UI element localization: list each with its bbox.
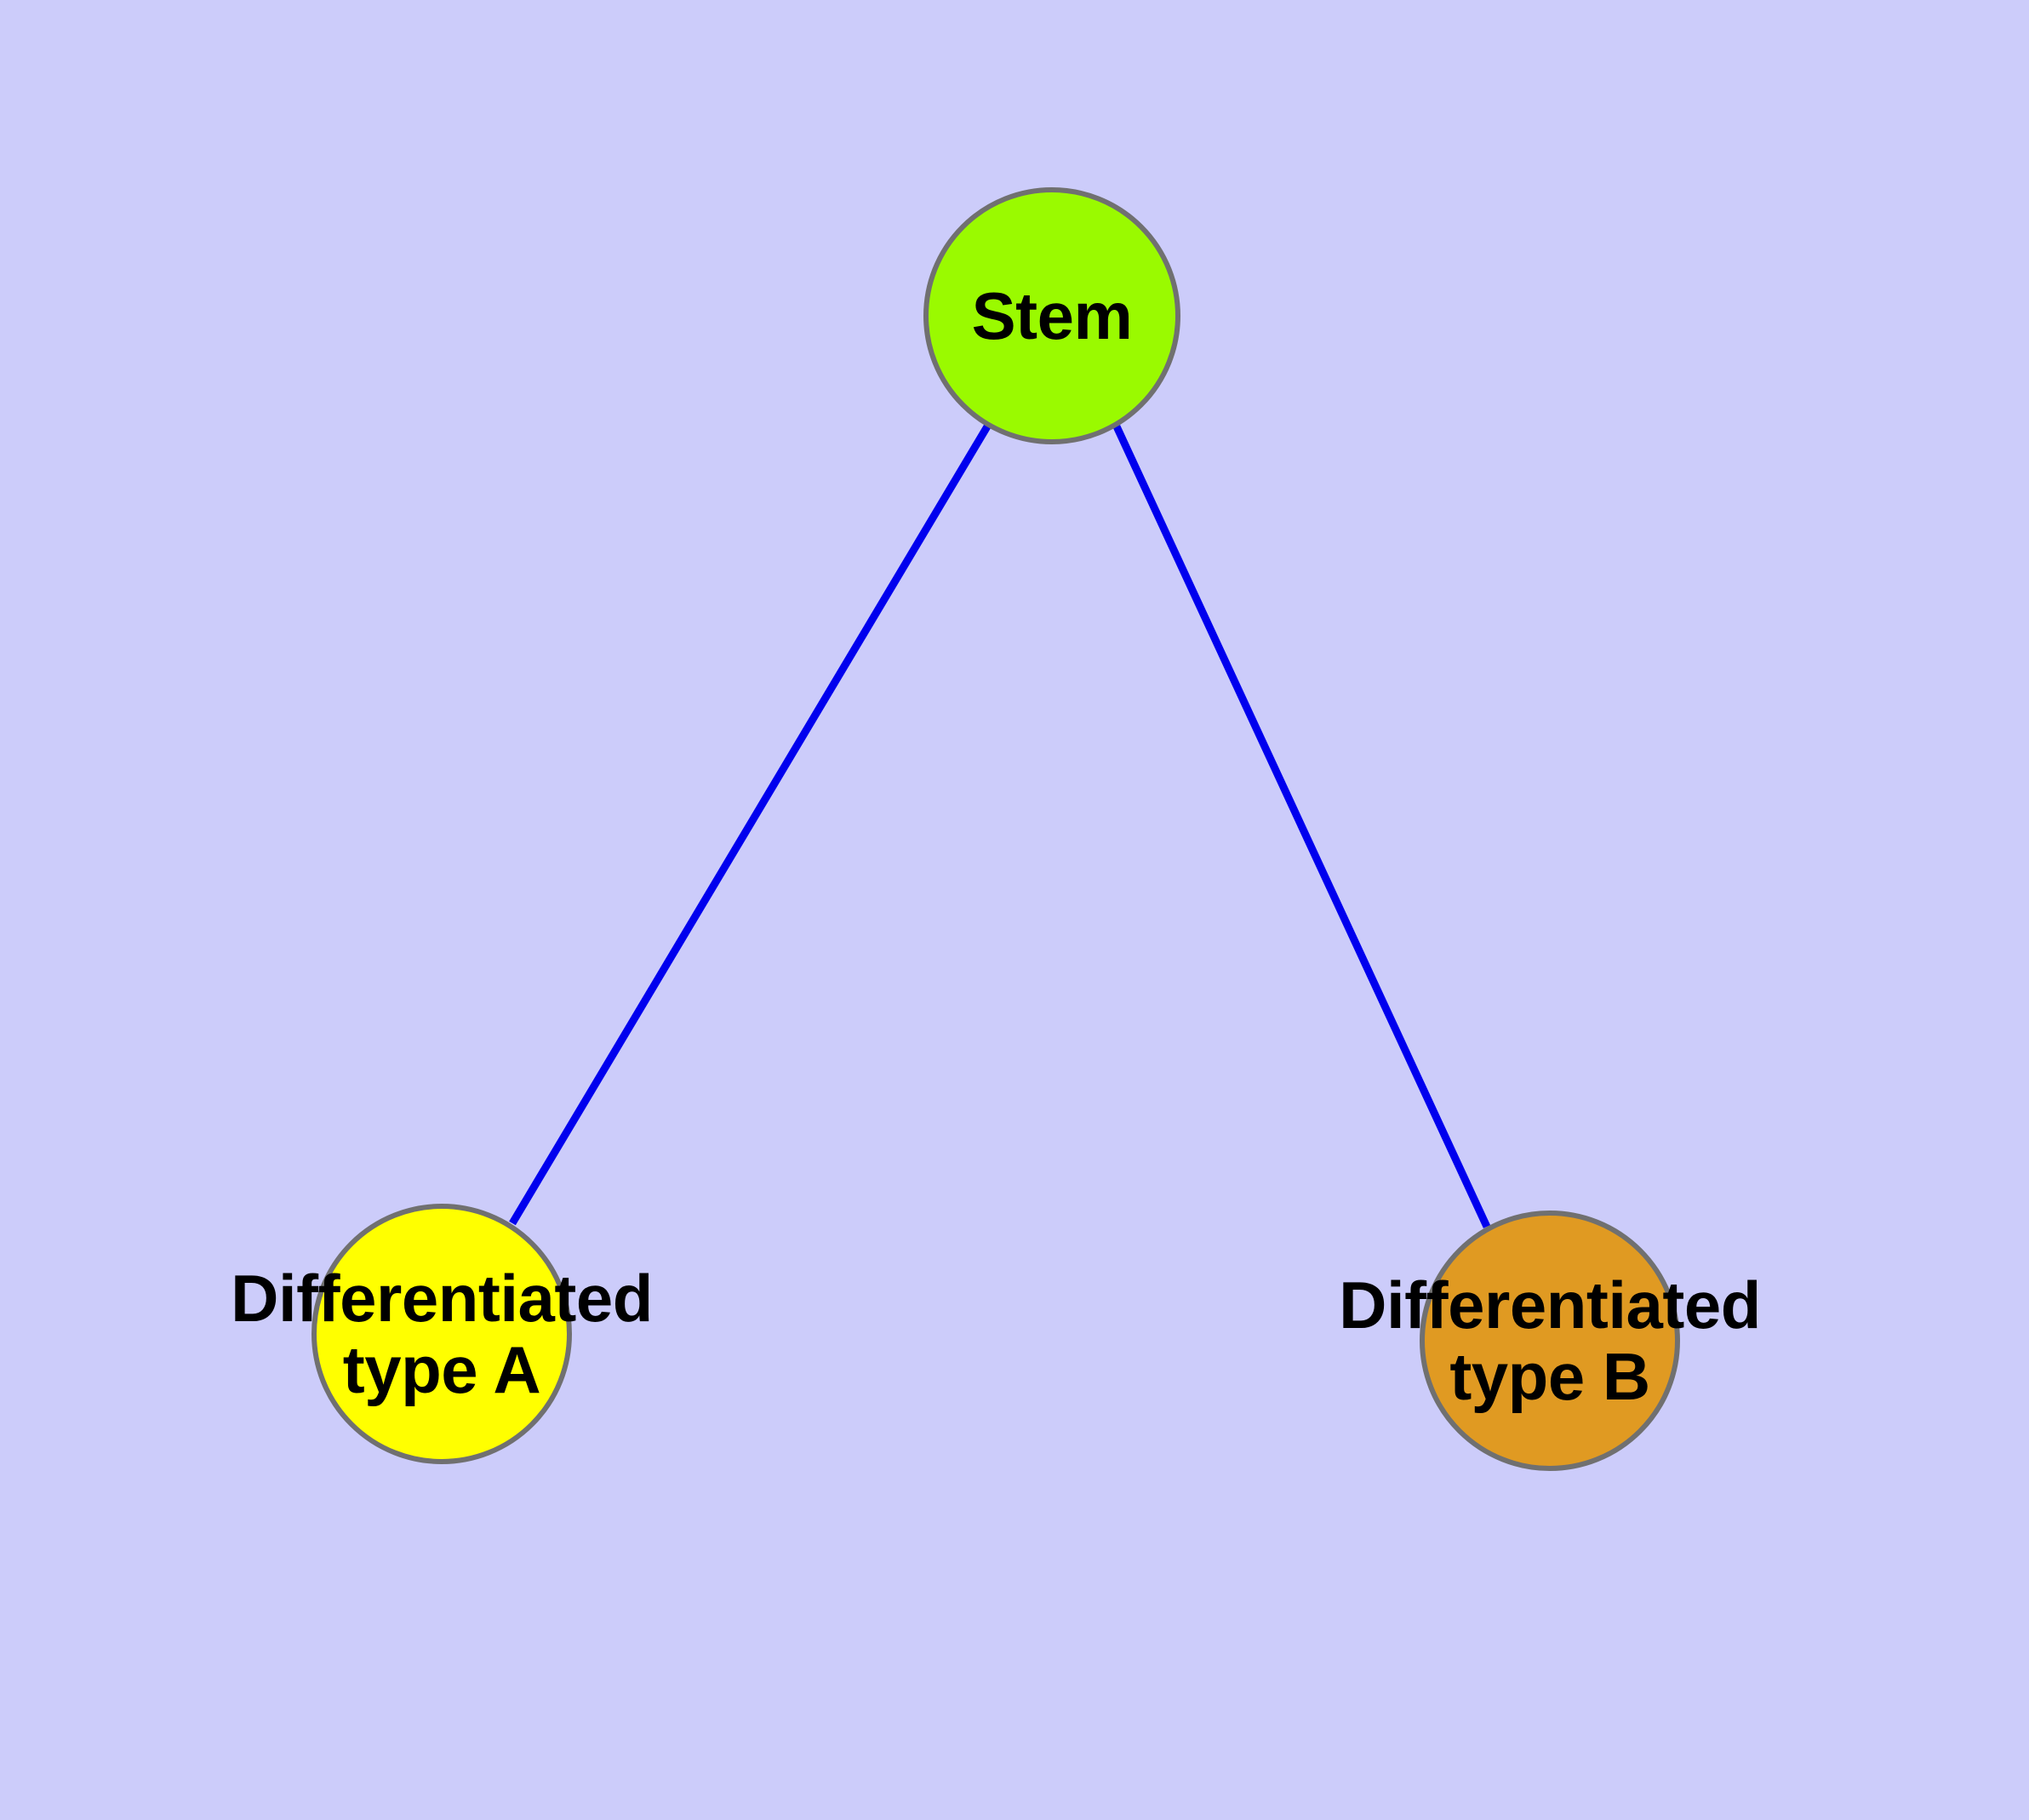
node-differentiated-type-a-circle [311, 1204, 572, 1464]
node-differentiated-type-a[interactable]: Differentiated type A [231, 1204, 653, 1464]
node-stem[interactable]: Stem [923, 187, 1180, 444]
edge-stem-to-differentiated-type-b [1112, 425, 1491, 1228]
node-differentiated-type-b-circle [1420, 1210, 1680, 1471]
edge-stem-to-differentiated-type-a [509, 424, 991, 1226]
node-stem-circle [923, 187, 1180, 444]
node-differentiated-type-b[interactable]: Differentiated type B [1339, 1210, 1761, 1471]
